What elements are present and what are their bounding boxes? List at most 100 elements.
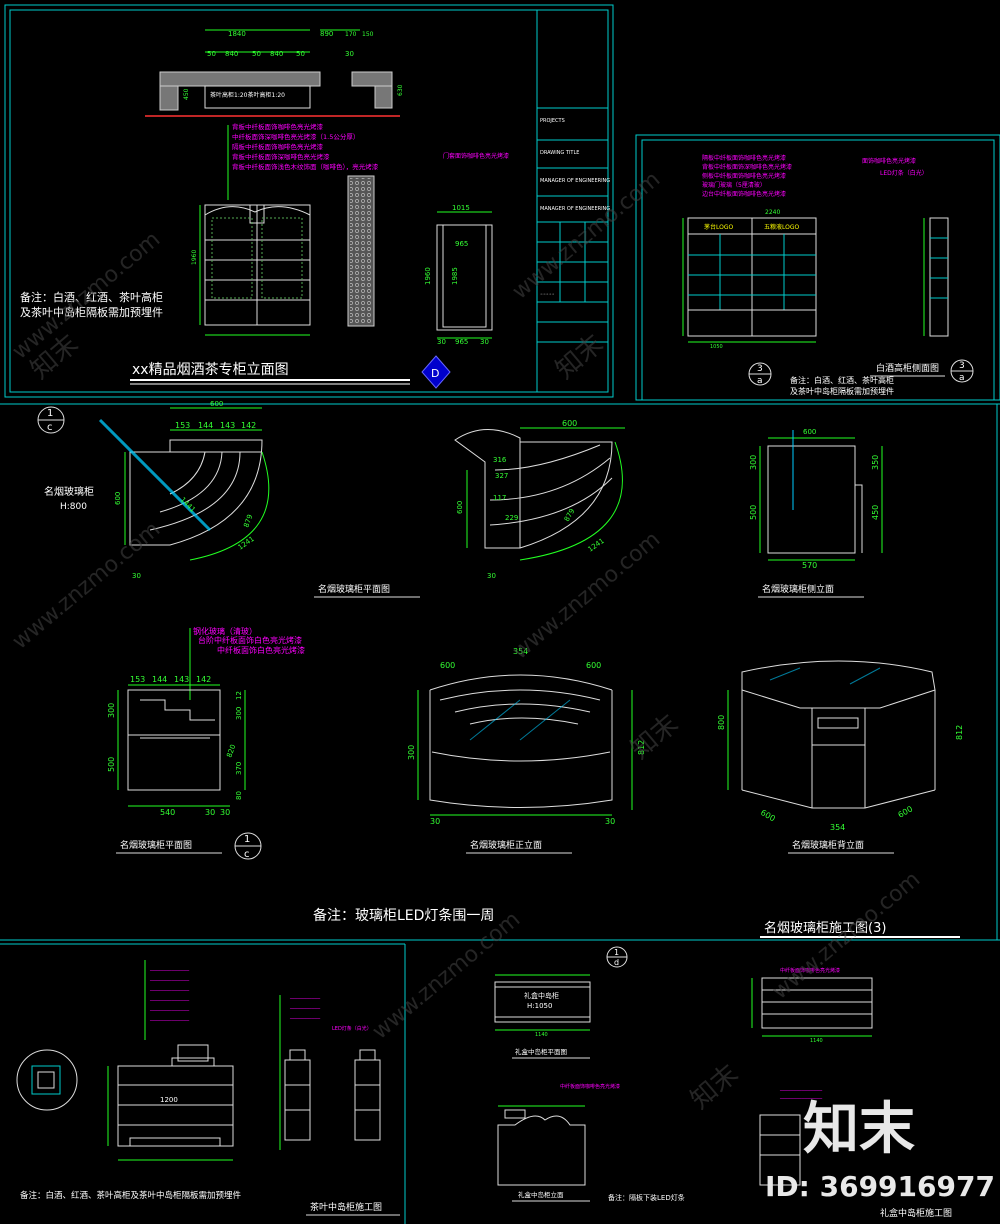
brand-id: ID: 369916977 — [765, 1170, 995, 1203]
dim-b965: 965 — [455, 338, 468, 346]
glass-back-elevation: 800 812 600 600 354 名烟玻璃柜背立面 — [717, 660, 964, 854]
p4-gift-plan: 礼盒中岛柜平面图 — [515, 1047, 567, 1056]
panel1-title: xx精品烟酒茶专柜立面图 — [132, 362, 289, 378]
dim-50c: 50 — [296, 50, 305, 58]
ann-door: 门套面饰咖啡色亮光烤漆 — [443, 152, 509, 160]
p3-s-143: 143 — [174, 675, 189, 684]
svg-text:─────────────: ───────────── — [149, 978, 190, 984]
p3-dim-600d: 600 — [456, 501, 464, 514]
gift-island-plan: 礼盒中岛柜 H:1050 1140 礼盒中岛柜平面图 1 d — [494, 946, 628, 1059]
p4-tea-title: 茶叶中岛柜施工图 — [310, 1201, 382, 1213]
p3-dim-350: 350 — [871, 455, 880, 470]
tall-cabinet-front: 1960 — [191, 175, 375, 336]
p3-dim-153: 153 — [175, 421, 190, 430]
p2-note-2: 及茶叶中岛柜隔板需加预埋件 — [790, 386, 894, 396]
p2-marker2-num: 3 — [959, 361, 965, 371]
title-block: PROJECTS DRAWING TITLE MANAGER OF ENGINE… — [536, 10, 610, 392]
p3-plan2-title: 名烟玻璃柜平面图 — [120, 839, 192, 851]
p3-s-300b: 300 — [235, 707, 243, 720]
svg-text:─────────────: ───────────── — [149, 988, 190, 994]
dim-b30a: 30 — [437, 338, 446, 346]
p3-side-title: 名烟玻璃柜侧立面 — [762, 583, 834, 595]
p3-f-600a: 600 — [440, 661, 455, 670]
p3-s-370: 370 — [235, 762, 243, 775]
tb-row-1: PROJECTS — [540, 118, 565, 124]
p2-annotations: 隔板中纤板面饰咖啡色亮光烤漆 背板中纤板面饰深咖啡色亮光烤漆 侧板中纤板面饰咖啡… — [702, 154, 928, 198]
p2-ann-2: 背板中纤板面饰深咖啡色亮光烤漆 — [702, 163, 792, 171]
svg-text:──────────: ────────── — [289, 1016, 321, 1022]
tea-island-cabinet: ───────────── ───────────── ────────────… — [16, 960, 381, 1161]
p3-b-800: 800 — [717, 715, 726, 730]
note-line-2: 及茶叶中岛柜隔板需加预埋件 — [20, 305, 163, 319]
p3-dim-142: 142 — [241, 421, 256, 430]
p3-back-title: 名烟玻璃柜背立面 — [792, 839, 864, 851]
svg-text:1960: 1960 — [191, 250, 198, 265]
tb-row-3: MANAGER OF ENGINEERING — [540, 178, 610, 184]
p2-ann-4: 玻璃门玻璃（5厘清玻） — [702, 181, 766, 189]
p3-dim-600a: 600 — [210, 400, 223, 408]
p2-led: LED灯条（白光） — [880, 169, 928, 177]
p3-dim-327: 327 — [495, 472, 508, 480]
p3-s-153: 153 — [130, 675, 145, 684]
p2-ann-1: 隔板中纤板面饰咖啡色亮光烤漆 — [702, 154, 786, 162]
p4-marker-letter: d — [614, 958, 619, 967]
p4-ann-gift: 中纤板面饰咖啡色亮光烤漆 — [780, 967, 840, 974]
p4-marker-num: 1 — [614, 948, 619, 957]
p3-dim-229: 229 — [505, 514, 518, 522]
p2-note-1: 备注：白酒、红酒、茶叶高柜 — [790, 375, 894, 385]
p2-marker-letter: a — [757, 376, 763, 386]
p3-plan-title: 名烟玻璃柜平面图 — [318, 583, 390, 595]
p4-gift-h: H:1050 — [527, 1002, 552, 1010]
p3-dim-143: 143 — [220, 421, 235, 430]
p4-led-note: 备注：隔板下装LED灯条 — [608, 1193, 685, 1202]
ann-1: 背板中纤板面饰咖啡色亮光烤漆 — [232, 122, 324, 131]
svg-text:─────────────: ───────────── — [149, 998, 190, 1004]
p3-note: 备注：玻璃柜LED灯条围一周 — [313, 907, 494, 924]
p4-gift-side: 礼盒中岛柜施工图 — [880, 1207, 952, 1219]
p4-dim-1140: 1140 — [535, 1032, 548, 1038]
brand-stamp: 知末 ID: 369916977 — [765, 1097, 995, 1203]
p2-logo-2: 五粮液LOGO — [764, 223, 800, 231]
p3-s-500: 500 — [107, 757, 116, 772]
p3-s-80: 80 — [235, 791, 243, 800]
p3-f-30b: 30 — [605, 817, 615, 826]
p3-s-142: 142 — [196, 675, 211, 684]
p3-ann-glass: 钢化玻璃（清玻） — [193, 626, 257, 636]
p3-s-30b: 30 — [220, 808, 230, 817]
p3-s-12: 12 — [235, 691, 243, 700]
p3-dim-316: 316 — [493, 456, 507, 464]
p4-dim-1140b: 1140 — [810, 1038, 823, 1044]
svg-text:─────────────: ───────────── — [149, 968, 190, 974]
p2-marker-num: 3 — [757, 364, 763, 374]
dim-30: 30 — [345, 50, 354, 58]
p3-dim-117: 117 — [493, 494, 506, 502]
p3-dim-30a: 30 — [132, 572, 141, 580]
svg-text:─────────────: ───────────── — [149, 1018, 190, 1024]
p3-ann-board: 中纤板面饰白色亮光烤漆 — [217, 645, 305, 655]
p3-marker-letter: c — [47, 422, 53, 433]
p3-dim-450: 450 — [871, 505, 880, 520]
dim-170: 170 — [345, 31, 357, 38]
p2-title: 白酒高柜侧面图 — [876, 362, 939, 374]
p3-s-300: 300 — [107, 703, 116, 718]
svg-text:──────────────: ────────────── — [779, 1096, 823, 1102]
plan-label: 茶叶高柜1:20茶叶高柜1:20 — [210, 91, 285, 99]
p3-b-812: 812 — [955, 725, 964, 740]
p3-f-354: 354 — [513, 647, 528, 656]
p3-f-300: 300 — [407, 745, 416, 760]
p3-dim-600c: 600 — [562, 419, 577, 428]
dim-630: 630 — [397, 84, 404, 96]
p4-note: 备注：白酒、红酒、茶叶高柜及茶叶中岛柜隔板需加预埋件 — [20, 1190, 242, 1201]
p3-f-812: 812 — [637, 740, 646, 755]
door-frame-elevation: 门套面饰咖啡色亮光烤漆 1015 965 1960 1985 30 965 30 — [424, 152, 509, 346]
panel-cabinet-elevation: PROJECTS DRAWING TITLE MANAGER OF ENGINE… — [4, 4, 614, 398]
p3-side-label: 名烟玻璃柜 — [44, 485, 94, 498]
p3-sheet-title: 名烟玻璃柜施工图(3) — [764, 920, 886, 936]
panel-white-liquor-cabinet: 隔板中纤板面饰咖啡色亮光烤漆 背板中纤板面饰深咖啡色亮光烤漆 侧板中纤板面饰咖啡… — [635, 134, 1000, 401]
p3-marker2-letter: c — [244, 849, 250, 860]
dim-1015: 1015 — [452, 204, 470, 212]
dim-1985: 1985 — [451, 267, 459, 285]
svg-text:──────────────: ────────────── — [779, 1088, 823, 1094]
p3-b-354: 354 — [830, 823, 845, 832]
